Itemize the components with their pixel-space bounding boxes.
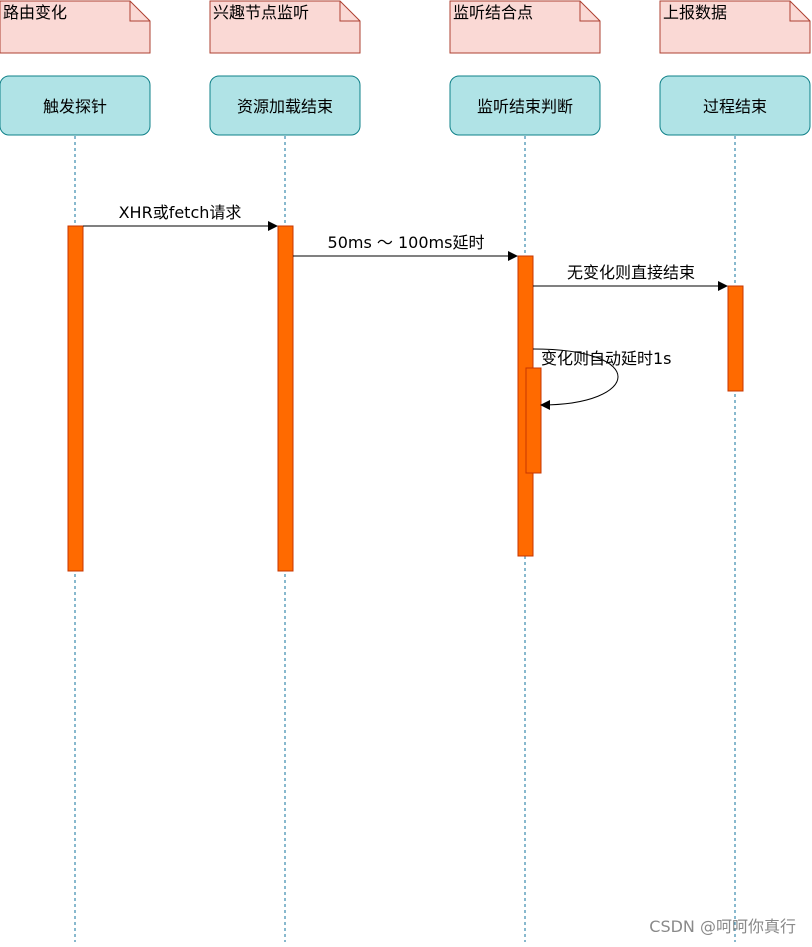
message-change-delay-1s-label: 变化则自动延时1s xyxy=(541,349,672,368)
note-interest-node-listen: 兴趣节点监听 xyxy=(209,0,361,54)
activation-trigger-probe xyxy=(67,225,84,572)
message-no-change-end-label: 无变化则直接结束 xyxy=(567,263,695,282)
actor-listen-end-check: 监听结束判断 xyxy=(449,75,601,136)
note-route-change-label: 路由变化 xyxy=(3,3,67,22)
actor-trigger-probe: 触发探针 xyxy=(0,75,151,136)
message-delay-50-100ms: 50ms ～ 100ms延时 xyxy=(293,233,518,261)
watermark-text: CSDN @呵呵你真行 xyxy=(649,917,796,936)
actor-process-end: 过程结束 xyxy=(659,75,811,136)
message-xhr-fetch: XHR或fetch请求 xyxy=(83,203,278,231)
note-listen-join-point: 监听结合点 xyxy=(449,0,601,54)
actor-trigger-probe-label: 触发探针 xyxy=(43,97,107,116)
activation-resource-loaded xyxy=(277,225,294,572)
actor-resource-loaded: 资源加载结束 xyxy=(209,75,361,136)
note-report-data: 上报数据 xyxy=(659,0,811,54)
actor-process-end-label: 过程结束 xyxy=(703,97,767,116)
note-report-data-label: 上报数据 xyxy=(663,3,727,22)
message-delay-50-100ms-label: 50ms ～ 100ms延时 xyxy=(328,233,485,252)
message-change-delay-1s: 变化则自动延时1s xyxy=(532,348,672,410)
message-xhr-fetch-label: XHR或fetch请求 xyxy=(119,203,242,222)
activation-process-end xyxy=(727,285,744,392)
actor-resource-loaded-label: 资源加载结束 xyxy=(237,97,333,116)
note-interest-node-listen-label: 兴趣节点监听 xyxy=(213,3,309,22)
activations xyxy=(67,225,744,572)
note-listen-join-point-label: 监听结合点 xyxy=(453,3,533,22)
lifelines xyxy=(74,136,736,942)
actor-listen-end-check-label: 监听结束判断 xyxy=(477,97,573,116)
activation-listen-end-check-nested xyxy=(525,367,542,474)
note-route-change: 路由变化 xyxy=(0,0,151,54)
message-no-change-end: 无变化则直接结束 xyxy=(533,263,728,291)
